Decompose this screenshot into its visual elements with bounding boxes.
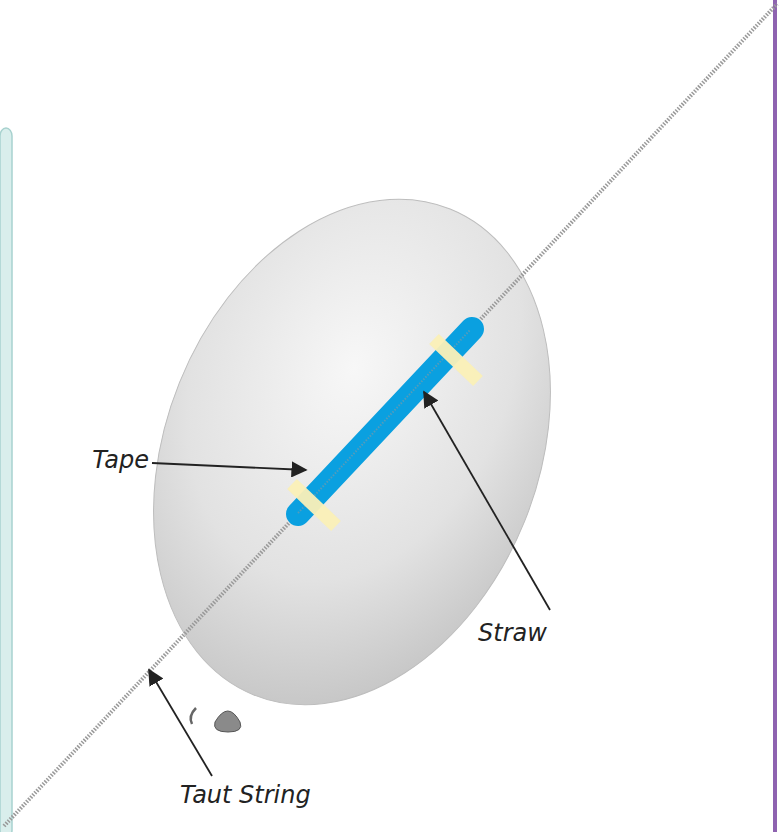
- part-label: Straw: [478, 620, 547, 646]
- side-rule: [773, 0, 777, 832]
- part-label: Tape: [92, 447, 149, 473]
- leader-line: [424, 392, 550, 610]
- tape-strip: [292, 484, 336, 526]
- air-mark: [191, 708, 196, 724]
- part-label: Taut String: [180, 782, 311, 808]
- side-panel: [0, 128, 12, 832]
- leader-line: [152, 463, 306, 470]
- balloon: [81, 139, 622, 764]
- balloon-knot: [215, 711, 241, 732]
- taut-string: [4, 4, 777, 826]
- tape-strip: [434, 339, 478, 381]
- leader-line: [149, 670, 212, 776]
